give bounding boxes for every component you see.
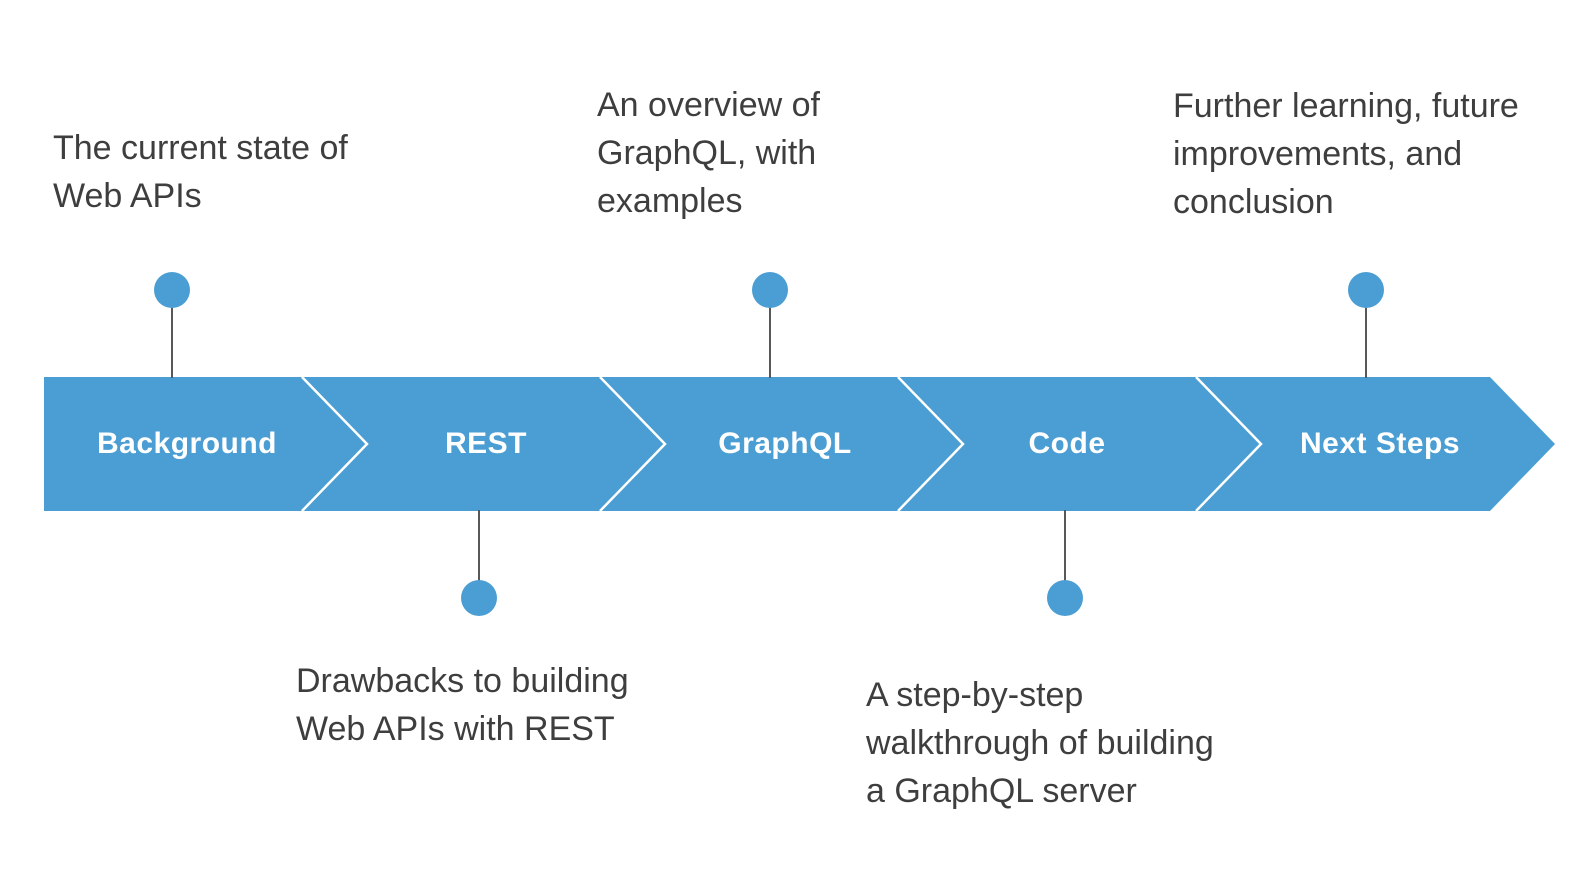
segment-label-next-steps: Next Steps	[1299, 427, 1461, 460]
note-line: walkthrough of building	[866, 724, 1214, 762]
segment-label-rest: REST	[444, 427, 528, 460]
timeline-dot-background	[154, 272, 190, 308]
segment-label-graphql: GraphQL	[718, 427, 852, 460]
chevron-separator-1	[301, 376, 369, 512]
note-code: A step-by-step walkthrough of building a…	[866, 671, 1214, 815]
timeline-dot-rest	[461, 580, 497, 616]
arrow-band	[44, 377, 1555, 511]
segment-label-background: Background	[96, 427, 278, 460]
note-line: Drawbacks to building	[296, 662, 629, 700]
note-line: conclusion	[1173, 183, 1334, 221]
note-line: Web APIs	[53, 177, 202, 215]
chevron-separator-3	[897, 376, 965, 512]
chevron-separator-4	[1195, 376, 1263, 512]
note-background: The current state of Web APIs	[53, 124, 348, 220]
timeline-dot-graphql	[752, 272, 788, 308]
note-line: Web APIs with REST	[296, 710, 615, 748]
note-line: The current state of	[53, 129, 348, 167]
timeline-dot-next-steps	[1348, 272, 1384, 308]
note-line: A step-by-step	[866, 676, 1084, 714]
note-line: examples	[597, 182, 743, 220]
note-rest: Drawbacks to building Web APIs with REST	[296, 657, 629, 753]
note-line: improvements, and	[1173, 135, 1463, 173]
note-line: a GraphQL server	[866, 772, 1137, 810]
segment-label-code: Code	[1028, 427, 1106, 460]
chevron-separator-2	[599, 376, 667, 512]
note-line: Further learning, future	[1173, 87, 1519, 125]
timeline-dot-code	[1047, 580, 1083, 616]
note-graphql: An overview of GraphQL, with examples	[597, 81, 820, 225]
note-line: An overview of	[597, 86, 820, 124]
note-next-steps: Further learning, future improvements, a…	[1173, 82, 1519, 226]
note-line: GraphQL, with	[597, 134, 817, 172]
